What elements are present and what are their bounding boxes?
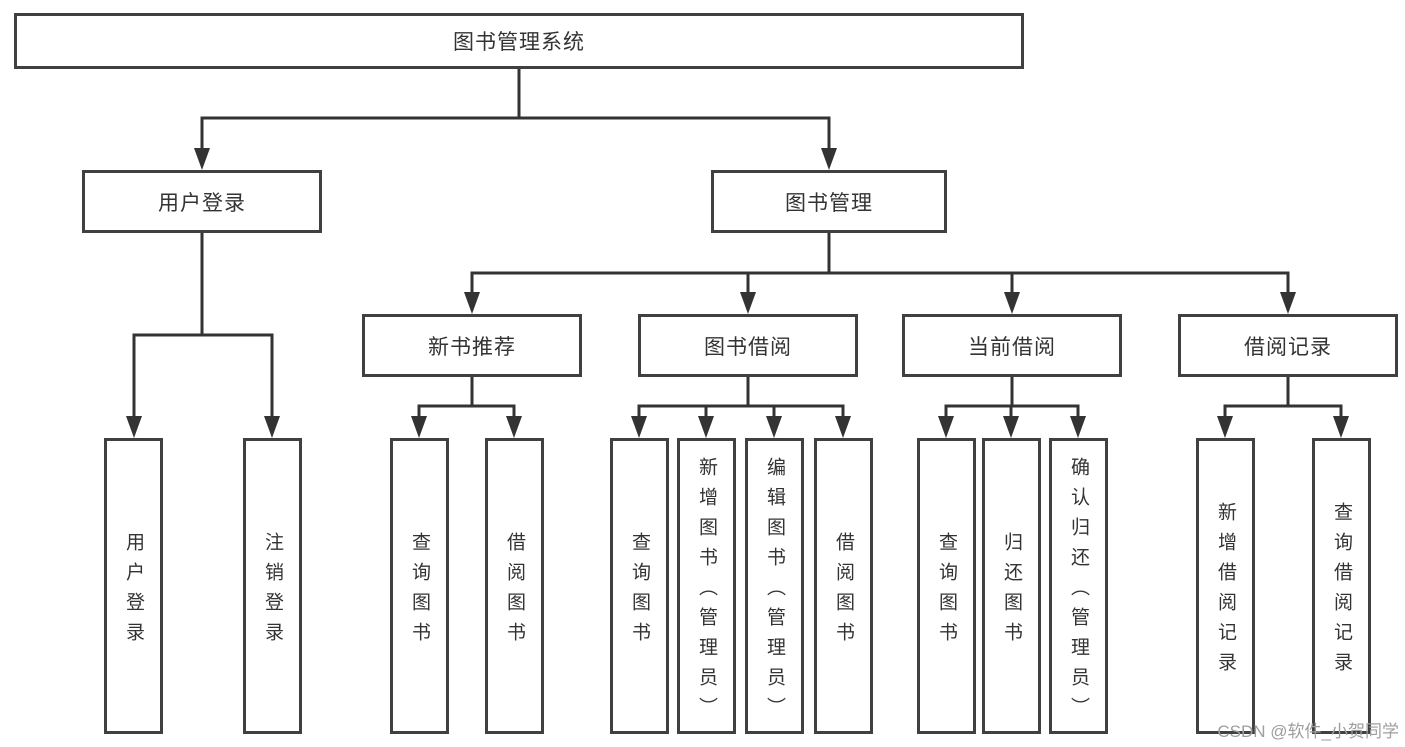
leaf-label: 查询图书 xyxy=(936,531,957,652)
leaf-label: 借阅图书 xyxy=(833,531,854,652)
leaf-label: 查询借阅记录 xyxy=(1331,501,1352,682)
leaf-current-confirm-return-admin: 确认归还（管理员） xyxy=(1049,438,1108,734)
node-borrowing-records: 借阅记录 xyxy=(1178,314,1398,377)
leaf-label: 查询图书 xyxy=(409,531,430,652)
leaf-label: 用户登录 xyxy=(123,531,144,652)
arrow-down-icon xyxy=(264,416,280,438)
node-new-book-recommendation: 新书推荐 xyxy=(362,314,582,377)
arrow-down-icon xyxy=(1004,292,1020,314)
leaf-label: 新增借阅记录 xyxy=(1215,501,1236,682)
leaf-user-login: 用户登录 xyxy=(104,438,163,734)
leaf-logout: 注销登录 xyxy=(243,438,302,734)
arrow-down-icon xyxy=(194,148,210,170)
leaf-borrowing-add-books-admin: 新增图书（管理员） xyxy=(677,438,736,734)
leaf-label: 归还图书 xyxy=(1001,531,1022,652)
node-book-management: 图书管理 xyxy=(711,170,947,233)
arrow-down-icon xyxy=(1070,416,1086,438)
arrow-down-icon xyxy=(464,292,480,314)
leaf-borrowing-edit-books-admin: 编辑图书（管理员） xyxy=(745,438,804,734)
node-book-borrowing: 图书借阅 xyxy=(638,314,858,377)
leaf-label: 新增图书（管理员） xyxy=(696,456,717,727)
arrow-down-icon xyxy=(740,292,756,314)
arrow-down-icon xyxy=(821,148,837,170)
arrow-down-icon xyxy=(1217,416,1233,438)
leaf-label: 确认归还（管理员） xyxy=(1068,456,1089,727)
leaf-current-return-books: 归还图书 xyxy=(982,438,1041,734)
arrowheads xyxy=(126,148,1349,438)
connector-lines xyxy=(132,69,1343,420)
arrow-down-icon xyxy=(835,416,851,438)
arrow-down-icon xyxy=(766,416,782,438)
leaf-label: 注销登录 xyxy=(262,531,283,652)
arrow-down-icon xyxy=(506,416,522,438)
leaf-recommend-borrow-books: 借阅图书 xyxy=(485,438,544,734)
leaf-label: 借阅图书 xyxy=(504,531,525,652)
arrow-down-icon xyxy=(938,416,954,438)
node-user-login: 用户登录 xyxy=(82,170,322,233)
arrow-down-icon xyxy=(126,416,142,438)
leaf-label: 编辑图书（管理员） xyxy=(764,456,785,727)
node-library-management-system: 图书管理系统 xyxy=(14,13,1024,69)
leaf-recommend-query-books: 查询图书 xyxy=(390,438,449,734)
arrow-down-icon xyxy=(1003,416,1019,438)
watermark: CSDN @软件_小贺同学 xyxy=(1217,722,1399,741)
leaf-records-add-borrow-record: 新增借阅记录 xyxy=(1196,438,1255,734)
leaf-borrowing-borrow-books: 借阅图书 xyxy=(814,438,873,734)
leaf-records-query-borrow-record: 查询借阅记录 xyxy=(1312,438,1371,734)
leaf-current-query-books: 查询图书 xyxy=(917,438,976,734)
arrow-down-icon xyxy=(1280,292,1296,314)
arrow-down-icon xyxy=(631,416,647,438)
leaf-borrowing-query-books: 查询图书 xyxy=(610,438,669,734)
leaf-label: 查询图书 xyxy=(629,531,650,652)
arrow-down-icon xyxy=(411,416,427,438)
arrow-down-icon xyxy=(698,416,714,438)
arrow-down-icon xyxy=(1333,416,1349,438)
node-current-borrowing: 当前借阅 xyxy=(902,314,1122,377)
